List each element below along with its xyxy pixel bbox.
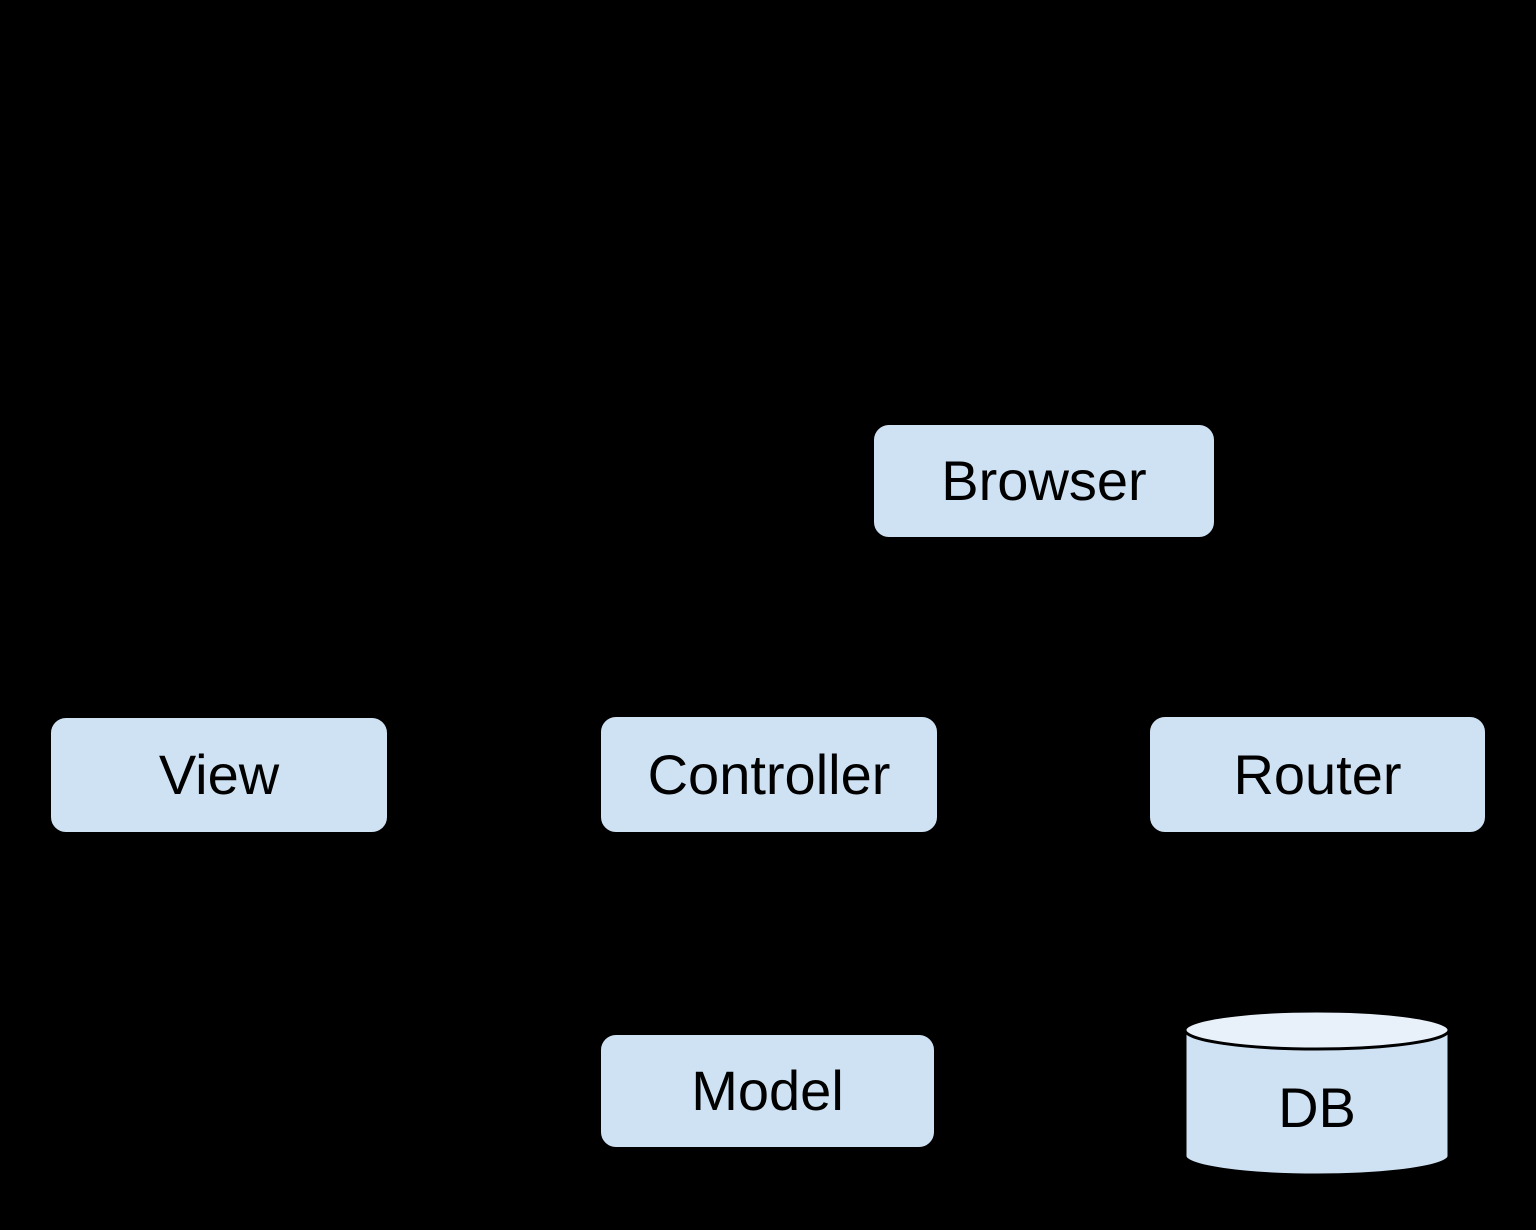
node-browser-label: Browser xyxy=(941,449,1147,512)
node-model: Model xyxy=(598,1032,937,1150)
node-db-label: DB xyxy=(1278,1076,1356,1139)
node-browser: Browser xyxy=(871,422,1217,540)
database-cylinder-icon xyxy=(1183,1009,1451,1177)
node-db: DB xyxy=(1182,1008,1452,1178)
node-router: Router xyxy=(1147,714,1488,835)
node-view-label: View xyxy=(158,743,280,806)
node-model-label: Model xyxy=(691,1059,844,1122)
node-router-label: Router xyxy=(1233,742,1402,806)
node-view: View xyxy=(48,715,390,835)
node-controller-label: Controller xyxy=(647,742,891,806)
node-controller: Controller xyxy=(598,714,940,835)
